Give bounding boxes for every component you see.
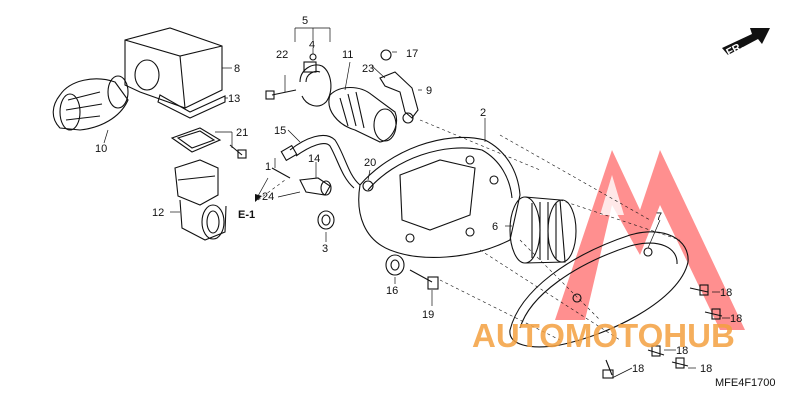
callout-17: 17 [406,48,418,60]
part-rubber-connector [328,86,398,143]
part-filter-element [509,196,577,264]
watermark-logo [555,150,745,330]
part-air-chamber-cover [124,27,226,119]
part-bracket [379,49,419,124]
callout-21: 21 [236,127,248,139]
callout-15: 15 [274,125,286,137]
leader-lines [103,27,730,379]
callout-24: 24 [262,191,274,203]
callout-13: 13 [228,93,240,105]
callout-11: 11 [342,49,353,61]
callout-18-a: 18 [720,287,732,299]
callout-4: 4 [309,39,315,51]
front-direction-arrow-icon: FR. [722,28,770,59]
callout-2: 2 [480,107,486,119]
callout-10: 10 [95,143,107,155]
part-screw-22 [265,89,297,100]
callout-5: 5 [302,15,308,27]
part-bolt-21 [229,144,247,159]
reference-e1: E-1 [238,177,269,221]
callout-6: 6 [492,221,498,233]
callout-18-c: 18 [676,345,688,357]
part-drain-plug [299,177,332,196]
part-air-cleaner-case [358,136,521,258]
callout-1: 1 [265,161,271,173]
callout-23: 23 [362,63,374,75]
callout-12: 12 [152,207,164,219]
part-grommet-16 [385,254,405,276]
part-bolt-19 [409,269,439,290]
callout-18-d: 18 [700,363,712,375]
part-clamp-band [299,53,332,107]
callout-18-e: 18 [632,363,644,375]
part-connecting-tube [174,159,227,241]
callout-7: 7 [656,211,662,223]
diagram-code: MFE4F1700 [715,377,776,389]
callout-22: 22 [276,49,288,61]
callout-9: 9 [426,85,432,97]
callout-19: 19 [422,309,434,321]
callout-16: 16 [386,285,398,297]
callout-20: 20 [364,157,376,169]
part-air-cleaner-cover [509,231,689,348]
part-bolt-18 [602,284,723,379]
reference-label: E-1 [238,209,255,221]
assembly-guide-lines [257,119,681,341]
part-gasket-13 [170,127,222,153]
part-grommet-3 [317,210,335,230]
callout-18-b: 18 [730,313,742,325]
callout-3: 3 [322,243,328,255]
callout-14: 14 [308,153,320,165]
part-clip-20 [362,180,374,192]
part-breather-tube [280,135,361,189]
part-inlet-duct [52,75,129,131]
callout-8: 8 [234,63,240,75]
watermark-text: AUTOMOTOHUB [472,317,735,354]
part-pin-1 [271,167,291,179]
